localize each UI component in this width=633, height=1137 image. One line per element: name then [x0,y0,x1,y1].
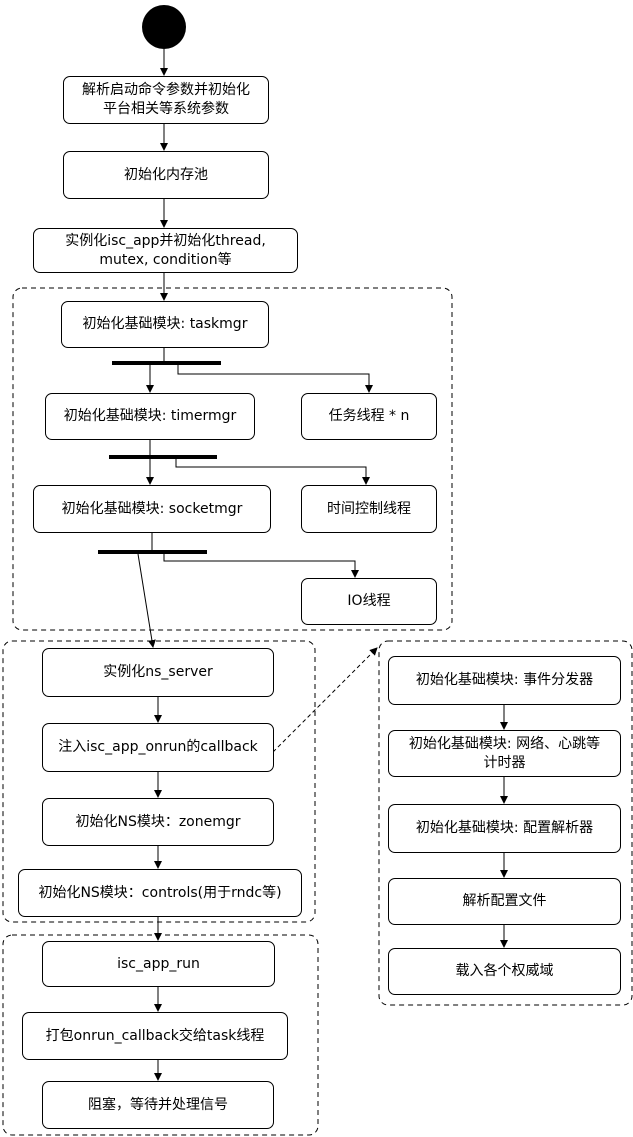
node-timer-thread: 时间控制线程 [301,485,437,533]
node-block-wait: 阻塞，等待并处理信号 [42,1081,274,1129]
node-controls-label: 初始化NS模块：controls(用于rndc等) [38,884,282,901]
node-event-dispatcher-label: 初始化基础模块: 事件分发器 [415,672,594,688]
node-parse-args: 解析启动命令参数并初始化 平台相关等系统参数 [63,76,269,124]
group-ns-server [2,640,316,923]
node-taskmgr-label: 初始化基础模块: taskmgr [82,316,248,332]
node-load-zones: 载入各个权威域 [388,948,621,995]
node-init-app-line1: 实例化isc_app并初始化thread, [65,232,266,249]
node-taskmgr: 初始化基础模块: taskmgr [61,301,269,348]
arrow-inject-to-callback-group [272,647,378,753]
node-task-threads-label: 任务线程 * n [328,408,410,424]
fork-bar-3 [98,550,207,554]
node-parse-args-line2: 平台相关等系统参数 [103,101,229,117]
node-controls: 初始化NS模块：controls(用于rndc等) [18,869,302,917]
node-init-mempool-label: 初始化内存池 [124,166,208,183]
start-node [142,5,186,49]
node-task-threads: 任务线程 * n [301,393,437,440]
node-socketmgr-label: 初始化基础模块: socketmgr [61,500,243,517]
node-load-zones-label: 载入各个权威域 [455,963,554,979]
node-net-heartbeat: 初始化基础模块: 网络、心跳等 计时器 [388,730,621,777]
node-app-run-label: isc_app_run [117,955,200,972]
node-config-parser-label: 初始化基础模块: 配置解析器 [415,820,594,836]
node-socketmgr: 初始化基础模块: socketmgr [33,485,271,533]
node-timer-thread-label: 时间控制线程 [327,500,411,517]
node-io-thread: IO线程 [301,578,437,625]
node-parse-config-label: 解析配置文件 [462,893,547,909]
arrow-fork2-to-timer-thread [175,459,370,485]
node-block-wait-label: 阻塞，等待并处理信号 [88,1096,228,1113]
node-inject-callback-label: 注入isc_app_onrun的callback [58,739,258,755]
node-timermgr: 初始化基础模块: timermgr [45,393,255,440]
fork-bar-1 [112,361,221,365]
node-zonemgr: 初始化NS模块：zonemgr [42,798,274,846]
group-base-modules [12,287,453,631]
node-parse-config: 解析配置文件 [388,878,621,925]
node-ns-server: 实例化ns_server [42,648,274,697]
node-pack-callback: 打包onrun_callback交给task线程 [22,1012,288,1060]
node-app-run: isc_app_run [42,941,275,987]
node-pack-callback-label: 打包onrun_callback交给task线程 [45,1027,265,1044]
node-net-heartbeat-line1: 初始化基础模块: 网络、心跳等 [408,735,601,752]
node-ns-server-label: 实例化ns_server [103,664,213,680]
node-net-heartbeat-line2: 计时器 [483,754,526,771]
node-config-parser: 初始化基础模块: 配置解析器 [388,804,621,853]
arrow-fork3-to-io-thread [163,554,359,578]
node-inject-callback: 注入isc_app_onrun的callback [42,723,274,772]
node-timermgr-label: 初始化基础模块: timermgr [63,408,237,424]
node-event-dispatcher: 初始化基础模块: 事件分发器 [388,656,621,705]
node-io-thread-label: IO线程 [347,593,391,609]
node-init-app-line2: mutex, condition等 [99,251,232,268]
node-init-app: 实例化isc_app并初始化thread, mutex, condition等 [33,228,298,273]
arrow-fork3-to-ns-server [137,553,156,648]
fork-bar-2 [109,455,217,459]
arrow-fork1-to-task-threads [177,365,373,393]
node-init-mempool: 初始化内存池 [63,151,269,199]
group-onrun-callback [378,640,633,1006]
node-parse-args-line1: 解析启动命令参数并初始化 [82,82,250,98]
node-zonemgr-label: 初始化NS模块：zonemgr [75,813,241,830]
